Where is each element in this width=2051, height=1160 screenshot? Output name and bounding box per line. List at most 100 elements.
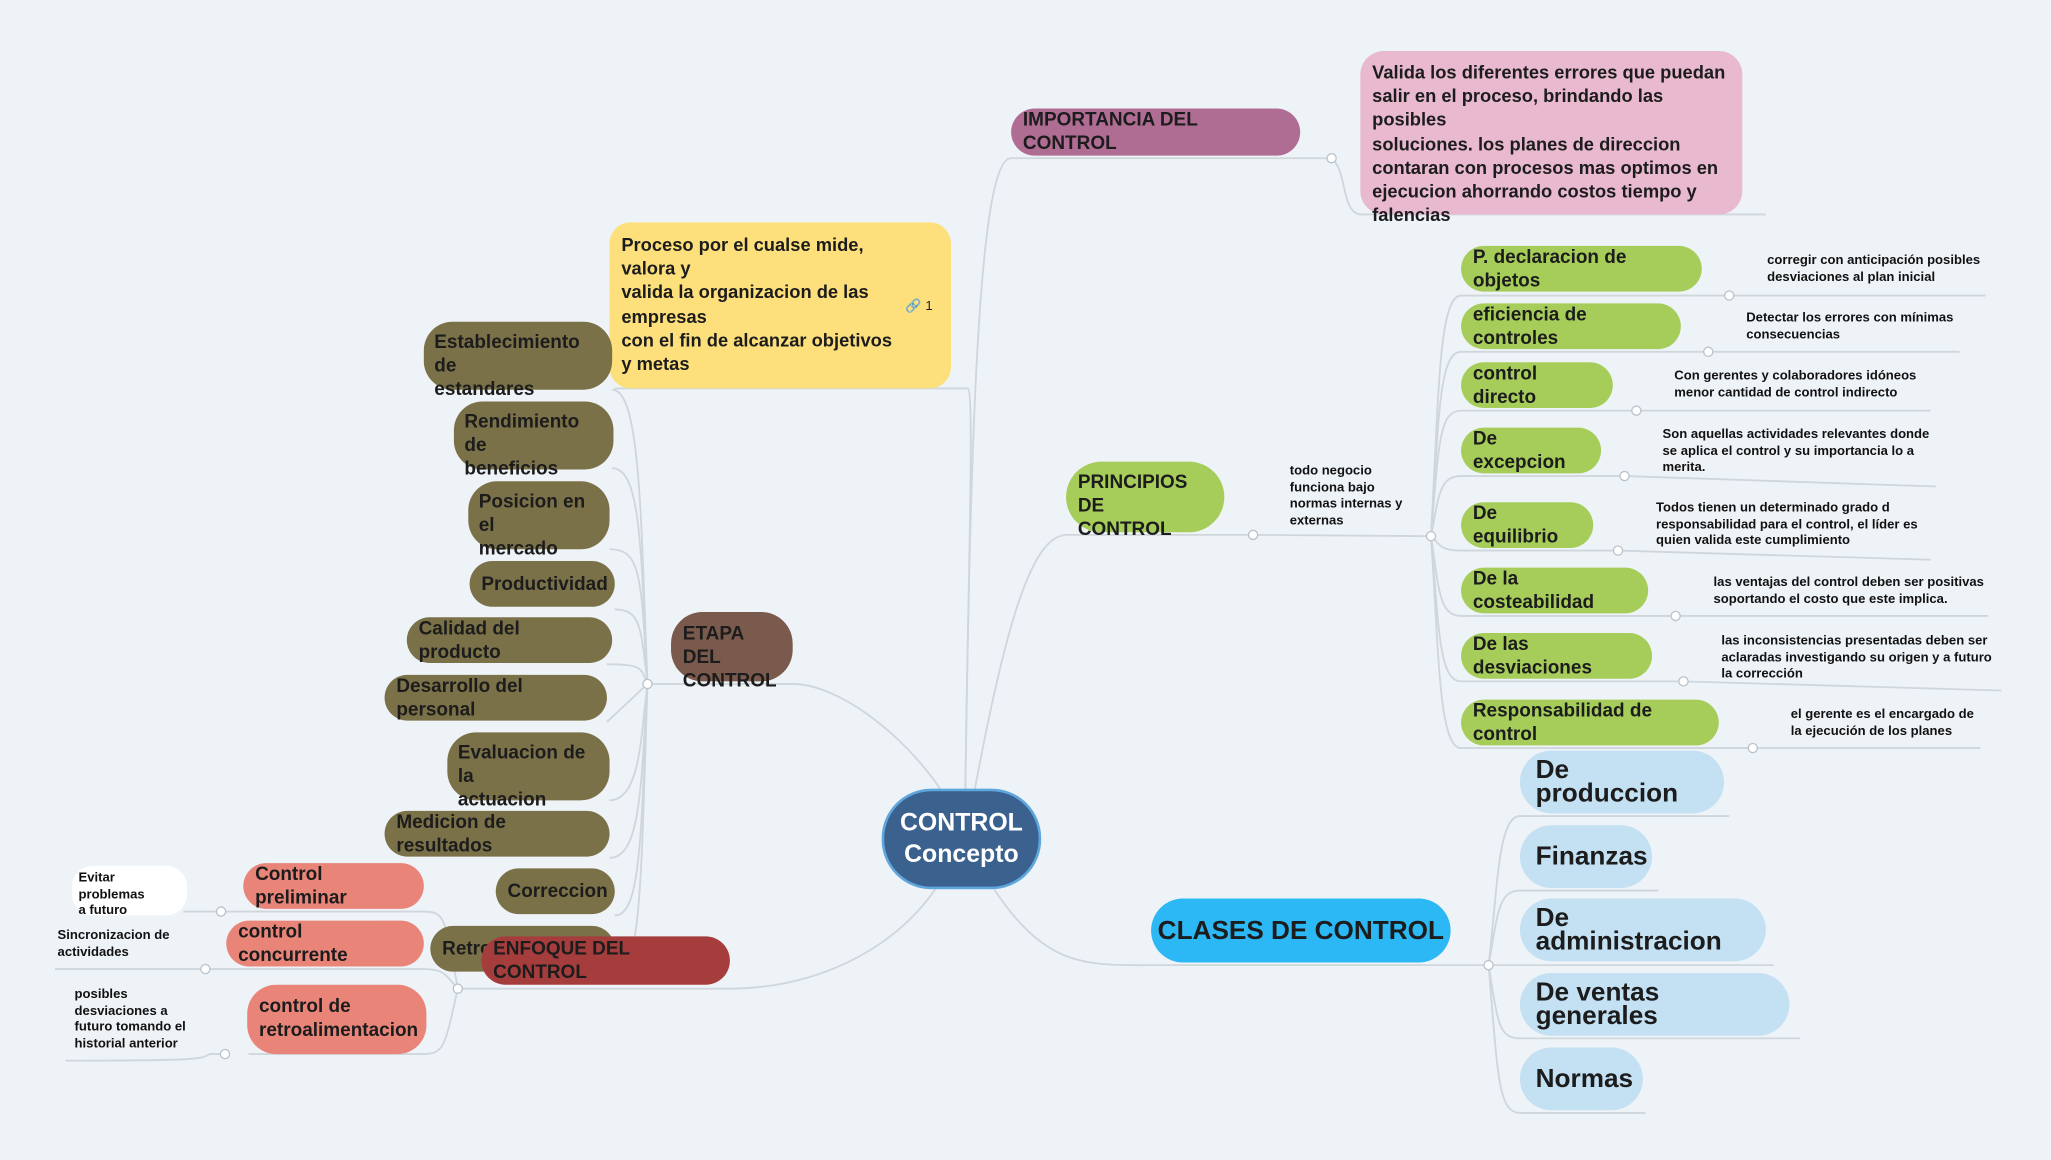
link-icon: 🔗 xyxy=(905,299,922,314)
branch-dot[interactable] xyxy=(1425,530,1437,542)
enfoque-note: Sincronizacion de actividades xyxy=(57,928,170,960)
branch-dot[interactable] xyxy=(452,983,464,994)
branch-dot[interactable] xyxy=(1703,346,1714,358)
clase-label: De produccion xyxy=(1535,755,1679,809)
clase-label: Finanzas xyxy=(1535,842,1648,871)
principio-note: corregir con anticipación posibles desvi… xyxy=(1767,253,1981,285)
principio-label: De excepcion xyxy=(1472,428,1566,473)
principio-note: el gerente es el encargado de la ejecuci… xyxy=(1790,707,1974,739)
principio-label: De las desviaciones xyxy=(1472,633,1592,679)
principio-note: Detectar los errores con mínimas consecu… xyxy=(1746,311,1954,342)
enfoque-item-label: Control preliminar xyxy=(255,863,347,909)
central-topic[interactable]: CONTROL Concepto xyxy=(881,788,1042,890)
enfoque-item[interactable]: Control preliminar xyxy=(243,863,424,909)
principio-eficiencia-controles[interactable]: eficiencia de controles xyxy=(1461,303,1681,350)
enfoque-item-label: control concurrente xyxy=(238,921,348,966)
clase-label: Normas xyxy=(1535,1064,1634,1094)
principio-desviaciones[interactable]: De las desviaciones xyxy=(1461,632,1653,679)
principio-label: De la costeabilidad xyxy=(1472,568,1595,613)
etapa-node[interactable]: ETAPA DEL CONTROL xyxy=(671,612,793,692)
enfoque-note: Evitar problemas a futuro xyxy=(71,865,188,918)
etapa-item-label: Calidad del producto xyxy=(418,617,520,663)
principio-note: las inconsistencias presentadas deben se… xyxy=(1721,634,1992,682)
central-title: CONTROL xyxy=(899,808,1023,837)
definition-text: Proceso por el cualse mide, valora y val… xyxy=(621,234,893,375)
branch-dot[interactable] xyxy=(1723,290,1735,301)
importancia-label: IMPORTANCIA DEL CONTROL xyxy=(1022,109,1198,155)
clase-label: De administracion xyxy=(1535,903,1722,956)
clases-label: CLASES DE CONTROL xyxy=(1157,916,1445,945)
clase-produccion[interactable]: De produccion xyxy=(1519,750,1724,814)
branch-dot[interactable] xyxy=(1747,742,1759,754)
clase-normas[interactable]: Normas xyxy=(1519,1047,1643,1111)
clase-administracion[interactable]: De administracion xyxy=(1519,898,1766,962)
principio-control-directo[interactable]: control directo xyxy=(1461,362,1613,409)
enfoque-label: ENFOQUE DEL CONTROL xyxy=(493,938,630,983)
etapa-item[interactable]: Medicion de resultados xyxy=(384,810,610,857)
principio-costeabilidad[interactable]: De la costeabilidad xyxy=(1461,567,1649,614)
etapa-item-label: Establecimiento de estandares xyxy=(434,332,580,401)
principio-responsabilidad[interactable]: Responsabilidad de control xyxy=(1461,699,1719,746)
principio-label: control directo xyxy=(1472,362,1538,408)
principio-note: Son aquellas actividades relevantes dond… xyxy=(1662,427,1930,475)
branch-dot[interactable] xyxy=(642,678,653,690)
principio-equilibrio[interactable]: De equilibrio xyxy=(1461,502,1594,548)
etapa-item[interactable]: Correccion xyxy=(495,868,615,915)
link-badge[interactable]: 🔗 1 xyxy=(905,296,932,320)
branch-dot[interactable] xyxy=(1670,610,1681,622)
clase-label: De ventas generales xyxy=(1535,978,1660,1031)
etapa-item[interactable]: Posicion en el mercado xyxy=(468,481,610,560)
etapa-item[interactable]: Calidad del producto xyxy=(406,617,613,664)
principio-excepcion[interactable]: De excepcion xyxy=(1461,427,1602,474)
etapa-item[interactable]: Rendimiento de beneficios xyxy=(453,401,614,480)
link-count: 1 xyxy=(925,299,933,314)
etapa-item[interactable]: Desarrollo del personal xyxy=(384,674,607,721)
clase-finanzas[interactable]: Finanzas xyxy=(1519,825,1653,888)
principios-node[interactable]: PRINCIPIOS DE CONTROL xyxy=(1066,461,1225,540)
etapa-item-label: Productividad xyxy=(481,573,608,595)
etapa-item-label: Posicion en el mercado xyxy=(478,491,586,560)
etapa-label: ETAPA DEL CONTROL xyxy=(682,623,777,692)
branch-dot[interactable] xyxy=(1326,153,1337,164)
etapa-item-label: Medicion de resultados xyxy=(396,811,506,856)
importancia-node[interactable]: IMPORTANCIA DEL CONTROL xyxy=(1011,108,1301,156)
etapa-item-label: Desarrollo del personal xyxy=(396,675,523,720)
etapa-item-label: Evaluacion de la actuacion xyxy=(457,742,586,811)
clases-node[interactable]: CLASES DE CONTROL xyxy=(1151,898,1451,963)
etapa-item-label: Rendimiento de beneficios xyxy=(464,411,580,480)
principio-note: Todos tienen un determinado grado d resp… xyxy=(1655,500,1918,548)
principio-declaracion-objetos[interactable]: P. declaracion de objetos xyxy=(1461,245,1702,292)
branch-dot[interactable] xyxy=(1619,470,1630,482)
branch-dot[interactable] xyxy=(1678,676,1689,687)
importancia-note-text: Valida los diferentes errores que puedan… xyxy=(1372,61,1726,226)
principio-label: De equilibrio xyxy=(1472,502,1559,548)
principio-label: P. declaracion de objetos xyxy=(1472,246,1627,291)
importancia-note[interactable]: Valida los diferentes errores que puedan… xyxy=(1360,51,1743,225)
enfoque-note: posibles desviaciones a futuro tomando e… xyxy=(74,987,186,1051)
branch-dot[interactable] xyxy=(219,1048,231,1060)
clase-ventas-generales[interactable]: De ventas generales xyxy=(1519,972,1790,1036)
principio-note: Con gerentes y colaboradores idóneos men… xyxy=(1674,368,1917,400)
enfoque-item[interactable]: control concurrente xyxy=(226,920,424,967)
branch-dot[interactable] xyxy=(1247,529,1259,541)
etapa-item[interactable]: Productividad xyxy=(469,561,615,607)
definition-note[interactable]: Proceso por el cualse mide, valora y val… xyxy=(609,222,951,389)
enfoque-item-label: control de retroalimentacion xyxy=(258,996,419,1041)
branch-dot[interactable] xyxy=(1631,405,1642,416)
etapa-item[interactable]: Evaluacion de la actuacion xyxy=(447,732,610,811)
etapa-item-label: Correccion xyxy=(507,880,608,902)
enfoque-node[interactable]: ENFOQUE DEL CONTROL xyxy=(481,936,730,985)
branch-dot[interactable] xyxy=(215,906,227,917)
enfoque-item[interactable]: control de retroalimentacion xyxy=(247,984,427,1055)
principio-label: Responsabilidad de control xyxy=(1472,700,1653,745)
principio-label: eficiencia de controles xyxy=(1472,304,1587,349)
etapa-item[interactable]: Establecimiento de estandares xyxy=(423,321,613,400)
branch-dot[interactable] xyxy=(1612,545,1624,556)
principio-note: las ventajas del control deben ser posit… xyxy=(1713,575,1984,607)
principios-label: PRINCIPIOS DE CONTROL xyxy=(1077,472,1188,541)
central-subtitle: Concepto xyxy=(904,840,1019,868)
principios-note: todo negocio funciona bajo normas intern… xyxy=(1289,464,1403,528)
branch-dot[interactable] xyxy=(1483,959,1494,971)
branch-dot[interactable] xyxy=(200,963,211,975)
